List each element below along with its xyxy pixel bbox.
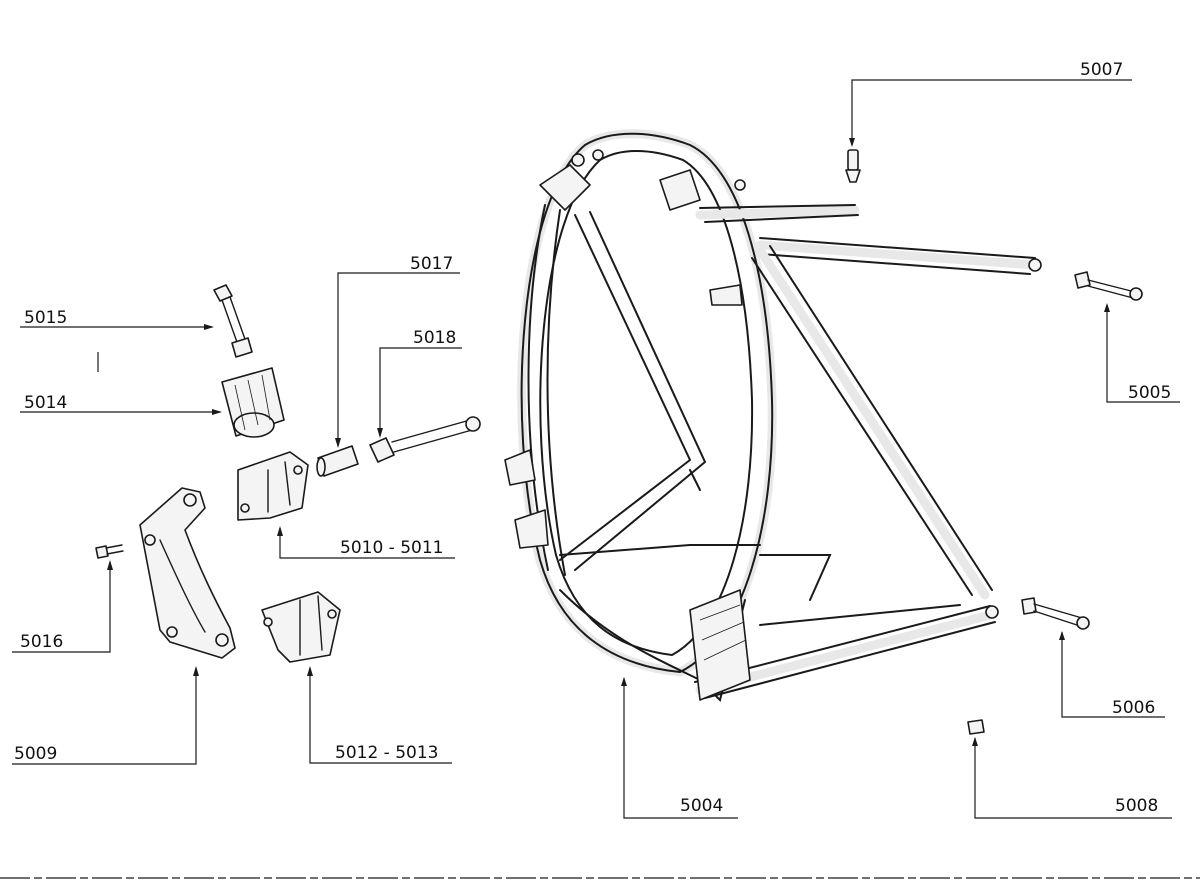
part-label-5007: 5007	[1080, 60, 1124, 80]
part-label-5004: 5004	[680, 796, 724, 816]
sleeve-5017	[316, 445, 359, 477]
part-label-5012-5013: 5012 - 5013	[335, 743, 439, 763]
arm-bracket-5009	[139, 487, 236, 659]
bolt-5006	[1021, 597, 1090, 630]
part-label-5017: 5017	[410, 254, 454, 274]
bushing-5014	[221, 367, 285, 438]
part-label-5018: 5018	[413, 328, 457, 348]
part-label-5010-5011: 5010 - 5011	[340, 538, 444, 558]
part-label-5009: 5009	[14, 744, 58, 764]
bolt-5018	[369, 416, 481, 463]
bracket-5012-5013	[261, 591, 341, 663]
part-label-5006: 5006	[1112, 698, 1156, 718]
part-label-5015: 5015	[24, 308, 68, 328]
bolt-5007	[845, 149, 861, 183]
bolt-5016	[95, 544, 124, 559]
bolt-5005	[1074, 271, 1143, 301]
bolt-5015	[213, 284, 253, 358]
part-label-5008: 5008	[1115, 796, 1159, 816]
leader-lines	[12, 79, 1180, 819]
nut-5008	[967, 719, 985, 735]
part-label-5014: 5014	[24, 393, 68, 413]
main-frame-5004	[504, 129, 1042, 702]
bracket-5010-5011	[237, 451, 309, 521]
part-label-5005: 5005	[1128, 383, 1172, 403]
part-label-5016: 5016	[20, 632, 64, 652]
